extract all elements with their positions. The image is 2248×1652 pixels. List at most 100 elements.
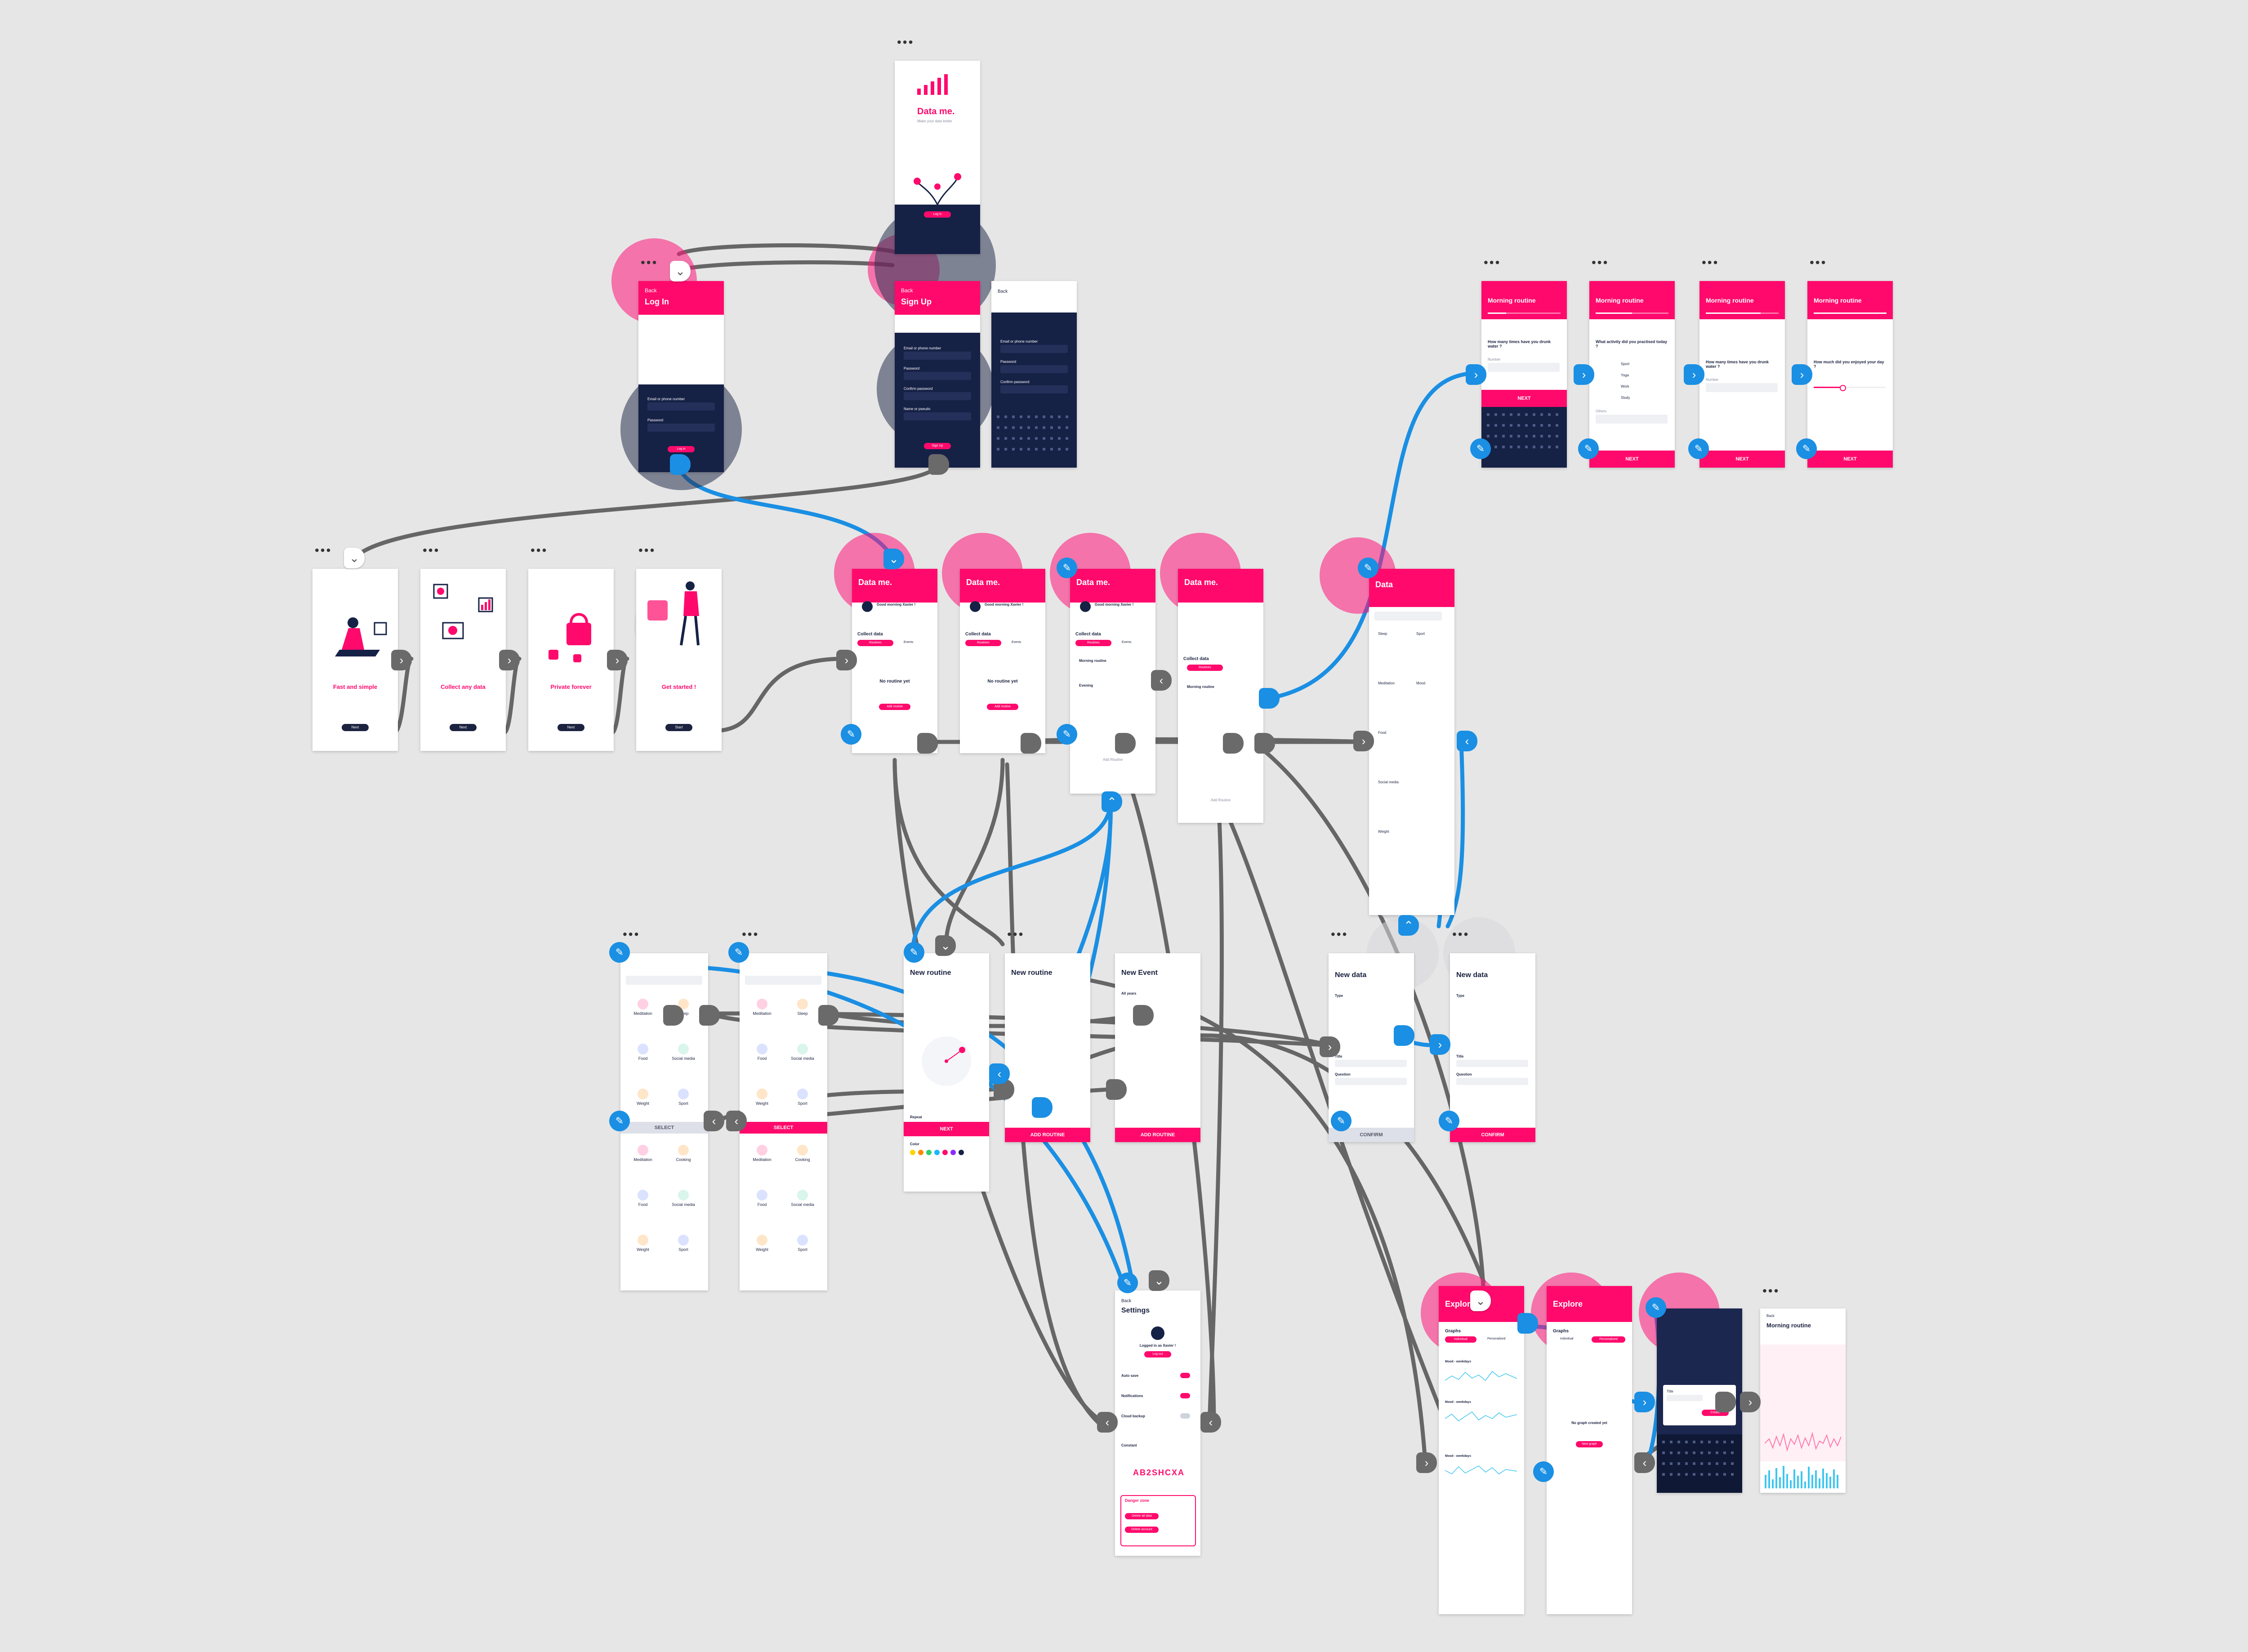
key[interactable] — [1731, 1462, 1734, 1465]
key[interactable] — [1693, 1441, 1695, 1443]
key[interactable] — [1556, 446, 1558, 448]
key[interactable] — [1662, 1462, 1665, 1465]
key[interactable] — [1510, 435, 1512, 438]
category-tile[interactable]: Meditation — [625, 996, 661, 1027]
add-routine-button[interactable]: Add routine — [987, 704, 1018, 710]
category-tile[interactable]: Sport — [785, 1086, 821, 1117]
chevron-right-icon[interactable]: › — [1466, 364, 1486, 385]
next-button[interactable]: NEXT — [904, 1122, 989, 1136]
tab-individual[interactable]: Individual — [1560, 1337, 1574, 1340]
start-button[interactable]: Start — [665, 724, 692, 731]
chevron-left-icon[interactable]: ‹ — [1151, 670, 1172, 691]
key[interactable] — [1050, 448, 1053, 451]
key[interactable] — [1517, 446, 1520, 448]
back-link[interactable]: Back — [998, 289, 1008, 294]
key[interactable] — [1677, 1441, 1680, 1443]
key[interactable] — [1494, 413, 1497, 416]
key[interactable] — [1020, 415, 1022, 418]
category-tile[interactable]: Meditation — [744, 1142, 780, 1174]
login-button[interactable]: Log in — [668, 446, 695, 452]
wire-anchor-blue[interactable] — [1394, 1025, 1414, 1046]
key[interactable] — [1035, 437, 1038, 440]
key[interactable] — [1548, 435, 1551, 438]
pin-icon[interactable]: ✎ — [904, 942, 924, 963]
key[interactable] — [1731, 1441, 1734, 1443]
key[interactable] — [1050, 426, 1053, 429]
confirm-password-field[interactable] — [904, 392, 971, 400]
next-button[interactable]: Next — [342, 724, 369, 731]
key[interactable] — [1058, 415, 1061, 418]
chevron-left-icon[interactable]: ‹ — [1097, 1412, 1118, 1433]
key[interactable] — [1685, 1473, 1688, 1476]
category-tile[interactable]: Food — [744, 1041, 780, 1072]
pin-icon[interactable]: ✎ — [728, 942, 749, 963]
data-item[interactable]: Food — [1378, 731, 1387, 735]
key[interactable] — [1066, 426, 1068, 429]
category-tile[interactable]: Weight — [744, 1086, 780, 1117]
key[interactable] — [1693, 1473, 1695, 1476]
title-input[interactable] — [1335, 1060, 1407, 1067]
next-button[interactable]: NEXT — [1699, 451, 1785, 468]
key[interactable] — [1035, 415, 1038, 418]
key[interactable] — [1700, 1462, 1703, 1465]
artboard-menu-icon[interactable]: ••• — [423, 543, 440, 557]
chevron-right-icon[interactable]: › — [1353, 731, 1374, 751]
chevron-down-icon[interactable]: ⌄ — [1470, 1290, 1491, 1311]
key[interactable] — [1708, 1462, 1711, 1465]
key[interactable] — [1043, 415, 1045, 418]
select-button[interactable]: SELECT — [740, 1122, 827, 1134]
wire-anchor-blue[interactable] — [1259, 688, 1280, 709]
chevron-up-icon[interactable]: ⌃ — [1102, 791, 1122, 812]
key[interactable] — [1043, 448, 1045, 451]
artboard-menu-icon[interactable]: ••• — [623, 927, 640, 941]
category-tile[interactable]: Food — [744, 1187, 780, 1219]
routine-morning[interactable]: Morning routine — [1079, 659, 1106, 663]
key[interactable] — [997, 426, 999, 429]
cloud-backup-toggle[interactable] — [1180, 1413, 1190, 1419]
chevron-up-icon[interactable]: ⌃ — [1398, 915, 1419, 936]
key[interactable] — [1533, 446, 1535, 448]
key[interactable] — [1012, 415, 1015, 418]
key[interactable] — [1556, 413, 1558, 416]
key[interactable] — [1716, 1441, 1718, 1443]
key[interactable] — [1027, 415, 1030, 418]
key[interactable] — [1043, 426, 1045, 429]
key[interactable] — [997, 437, 999, 440]
artboard-menu-icon[interactable]: ••• — [1592, 255, 1609, 269]
key[interactable] — [1662, 1451, 1665, 1454]
category-tile[interactable]: Weight — [625, 1232, 661, 1264]
key[interactable] — [1540, 413, 1543, 416]
key[interactable] — [1723, 1462, 1726, 1465]
key[interactable] — [1540, 435, 1543, 438]
option-item[interactable]: Yoga — [1621, 373, 1629, 377]
key[interactable] — [1685, 1462, 1688, 1465]
pin-icon[interactable]: ✎ — [609, 1111, 630, 1131]
data-search-input[interactable] — [1374, 612, 1442, 621]
pin-icon[interactable]: ✎ — [1688, 438, 1709, 459]
pin-icon[interactable]: ✎ — [1578, 438, 1599, 459]
question-input[interactable] — [1456, 1078, 1528, 1085]
key[interactable] — [1525, 413, 1528, 416]
data-item[interactable]: Weight — [1378, 830, 1389, 834]
tab-routines[interactable]: Routines — [1187, 665, 1223, 671]
key[interactable] — [1027, 437, 1030, 440]
key[interactable] — [1004, 415, 1007, 418]
wire-anchor-grey[interactable] — [917, 733, 938, 754]
time-picker-clock-icon[interactable] — [919, 1034, 973, 1088]
wire-anchor-blue[interactable] — [1517, 1313, 1538, 1334]
email-field[interactable] — [1000, 345, 1068, 353]
graph-title[interactable]: Mood - weekdays — [1445, 1455, 1471, 1458]
pin-icon[interactable]: ✎ — [1057, 558, 1077, 578]
category-tile[interactable]: Social media — [665, 1041, 701, 1072]
chevron-left-icon[interactable]: ‹ — [1634, 1452, 1655, 1473]
add-routine-button[interactable]: Add routine — [879, 704, 910, 710]
avatar[interactable] — [1151, 1326, 1164, 1340]
tab-personalized[interactable]: Personalized — [1487, 1337, 1506, 1340]
artboard-menu-icon[interactable]: ••• — [742, 927, 759, 941]
chevron-left-icon[interactable]: ‹ — [704, 1111, 724, 1131]
key[interactable] — [1494, 446, 1497, 448]
chevron-right-icon[interactable]: › — [607, 650, 628, 670]
name-field[interactable] — [904, 412, 971, 420]
key[interactable] — [1066, 437, 1068, 440]
wire-anchor-grey[interactable] — [1115, 733, 1136, 754]
